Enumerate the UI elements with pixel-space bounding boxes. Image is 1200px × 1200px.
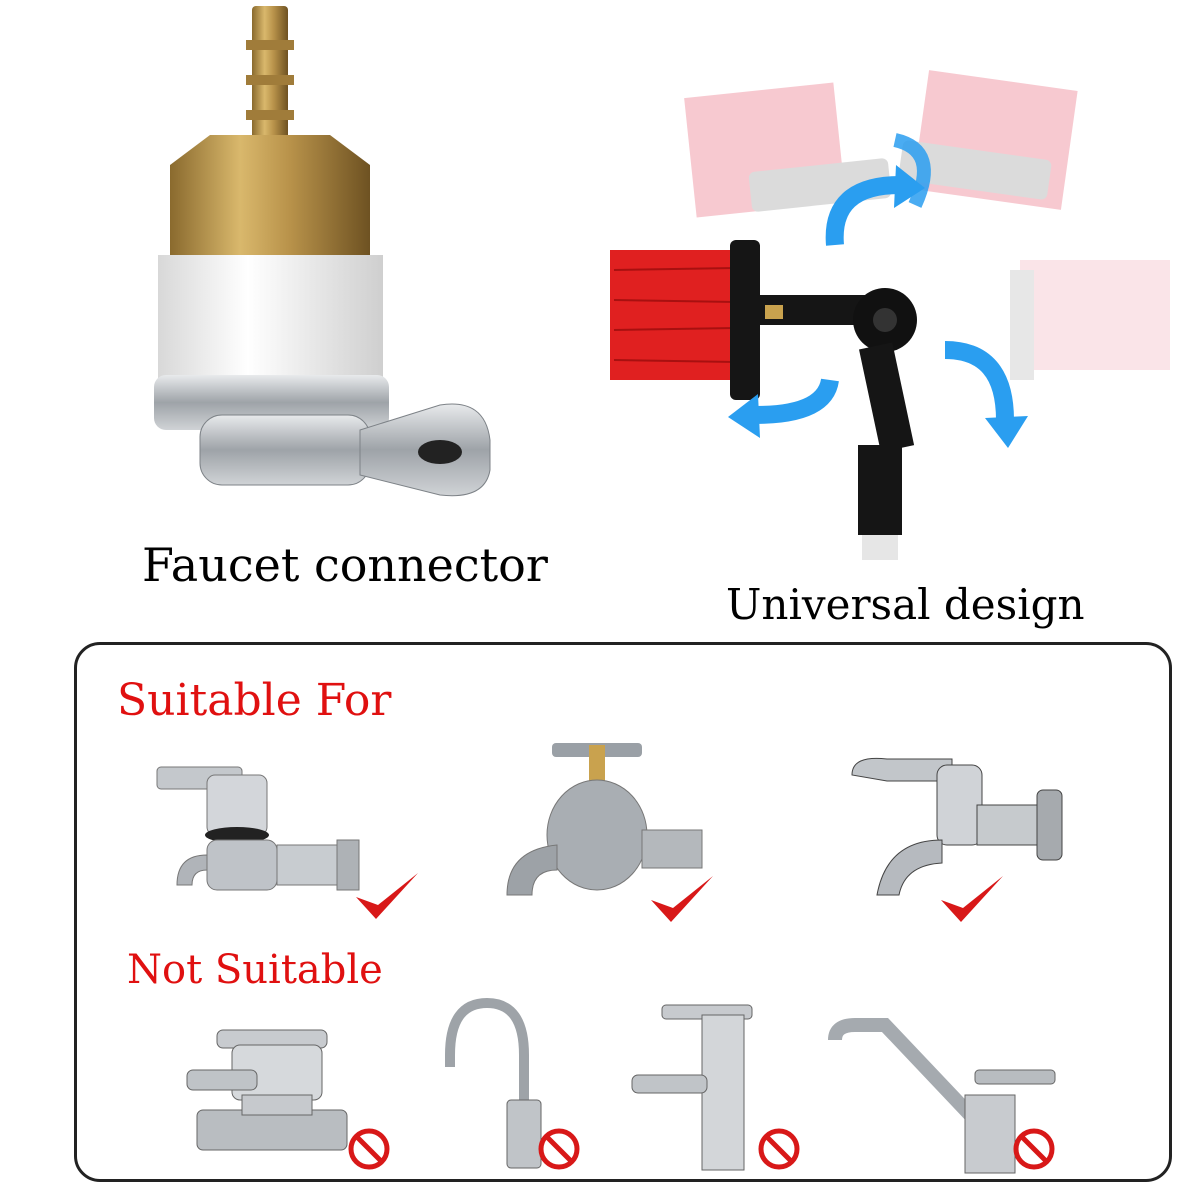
rotating-brush-image bbox=[600, 70, 1180, 570]
lever-tap-icon bbox=[147, 745, 377, 915]
cross-handle-tap-icon bbox=[497, 735, 717, 915]
gooseneck-tap-icon bbox=[432, 995, 552, 1170]
swivel-kitchen-tap-icon bbox=[825, 1010, 1065, 1175]
check-mark-icon bbox=[937, 870, 1007, 930]
basin-mixer-icon bbox=[177, 1015, 367, 1165]
quick-connect-tap-icon bbox=[847, 745, 1077, 915]
check-mark-icon bbox=[647, 870, 717, 930]
suitable-for-title: Suitable For bbox=[117, 675, 392, 726]
tall-mixer-icon bbox=[627, 1000, 767, 1175]
prohibited-icon bbox=[1012, 1127, 1056, 1171]
compatibility-panel: Suitable For bbox=[74, 642, 1172, 1182]
check-mark-icon bbox=[352, 867, 422, 927]
universal-design-caption: Universal design bbox=[726, 580, 1085, 629]
not-suitable-title: Not Suitable bbox=[127, 947, 383, 993]
prohibited-icon bbox=[347, 1127, 391, 1171]
faucet-connector-caption: Faucet connector bbox=[142, 538, 548, 592]
faucet-connector-image bbox=[140, 0, 540, 520]
prohibited-icon bbox=[757, 1127, 801, 1171]
prohibited-icon bbox=[537, 1127, 581, 1171]
